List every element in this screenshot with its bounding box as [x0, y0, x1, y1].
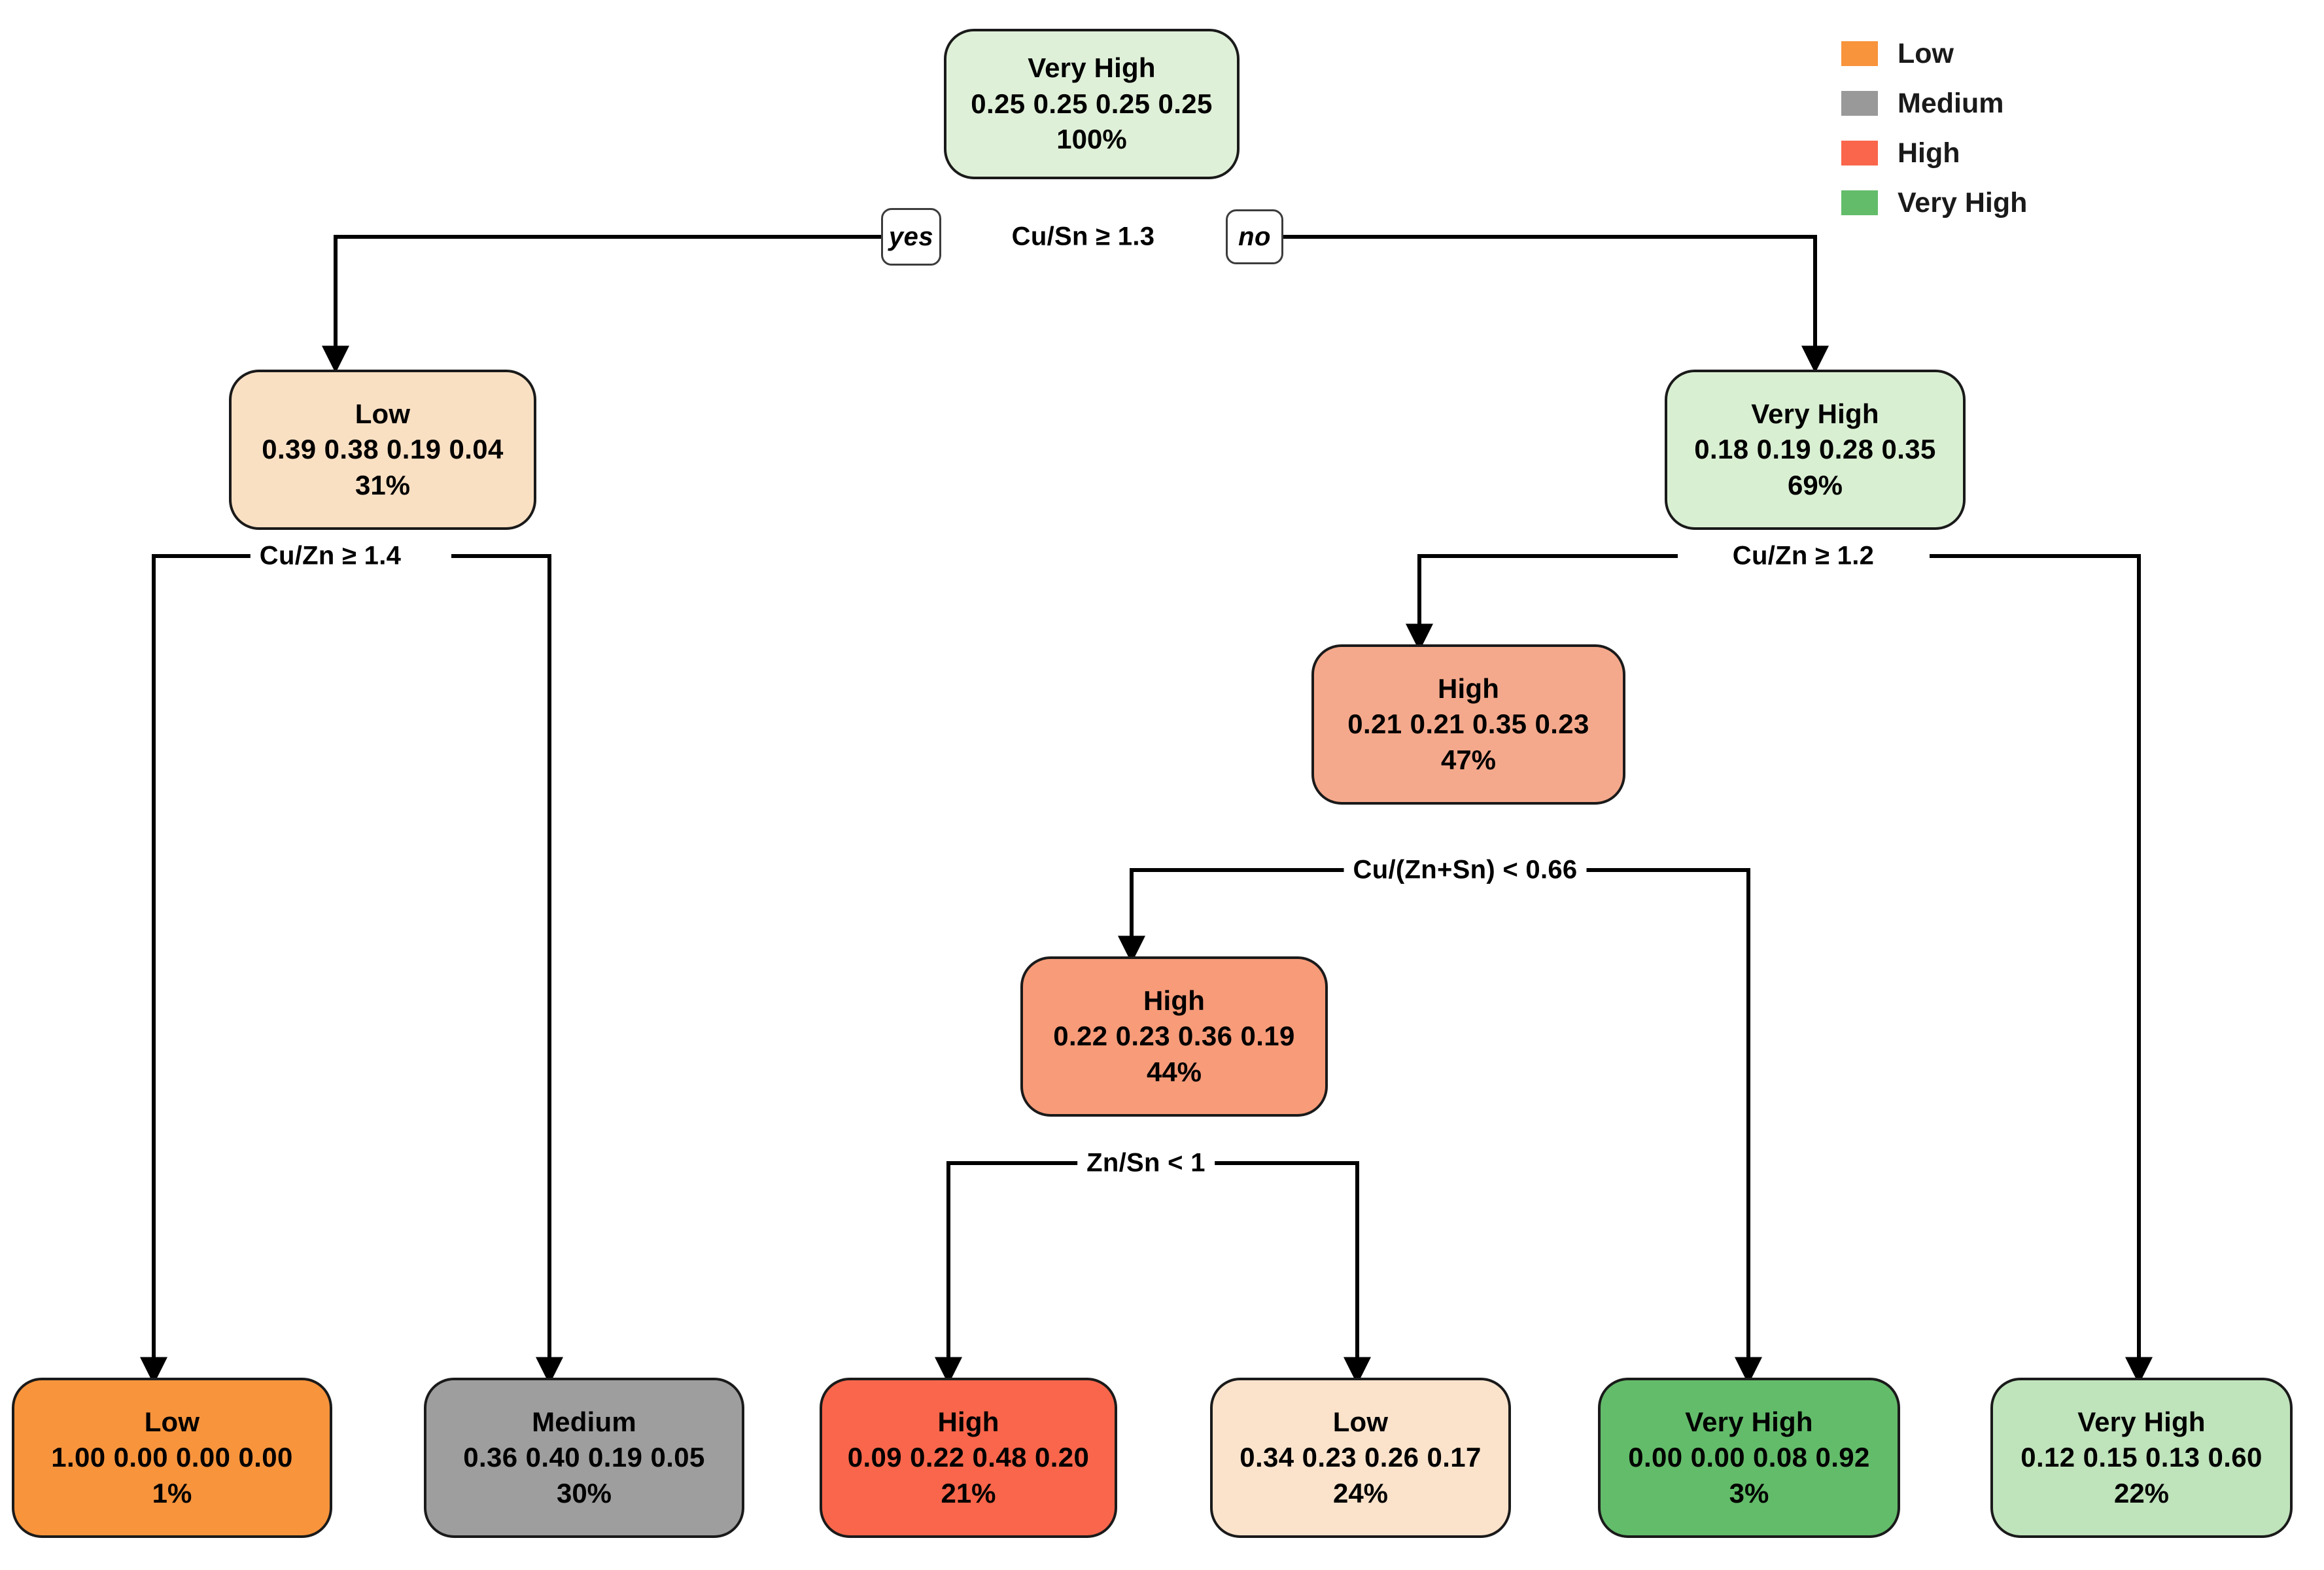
node-class-label: Low — [1332, 1406, 1389, 1437]
legend-item-medium[interactable]: Medium — [1841, 87, 2027, 119]
node-probabilities: 0.39 0.38 0.19 0.04 — [262, 434, 504, 465]
node-percentage: 21% — [941, 1477, 996, 1509]
node-probabilities: 0.12 0.15 0.13 0.60 — [2020, 1442, 2263, 1473]
edge-n4-L5 — [1570, 868, 1762, 1385]
node-class-label: Very High — [1751, 398, 1879, 429]
node-probabilities: 0.22 0.23 0.36 0.19 — [1053, 1020, 1295, 1052]
legend-swatch-icon — [1841, 141, 1878, 166]
edge-n3-n4 — [1406, 554, 1678, 652]
node-probabilities: 0.21 0.21 0.35 0.23 — [1347, 708, 1589, 740]
node-percentage: 69% — [1787, 469, 1843, 500]
edge-n1-n2 — [322, 235, 911, 374]
node-class-label: High — [937, 1406, 999, 1437]
edge-n2-L1 — [140, 554, 340, 1385]
node-class-label: Low — [355, 398, 411, 429]
legend-swatch-icon — [1841, 190, 1878, 215]
edge-n1-n3 — [1255, 235, 1829, 374]
split-yes-pill-root[interactable]: yes — [881, 208, 941, 266]
edge-n3-L6 — [1930, 554, 2153, 1385]
split-no-pill-root[interactable]: no — [1226, 209, 1283, 264]
tree-leaf-high-21[interactable]: High 0.09 0.22 0.48 0.20 21% — [820, 1378, 1117, 1538]
edge-n2-L2 — [451, 554, 563, 1385]
node-probabilities: 0.34 0.23 0.26 0.17 — [1240, 1442, 1482, 1473]
legend-item-very-high[interactable]: Very High — [1841, 186, 2028, 218]
tree-node-low-31[interactable]: Low 0.39 0.38 0.19 0.04 31% — [229, 370, 536, 530]
node-class-label: Very High — [1685, 1406, 1813, 1437]
node-class-label: Low — [144, 1406, 200, 1437]
node-percentage: 100% — [1056, 124, 1127, 155]
split-condition-cu-zn-12: Cu/Zn ≥ 1.2 — [1723, 541, 1884, 571]
tree-leaf-low-1[interactable]: Low 1.00 0.00 0.00 0.00 1% — [12, 1378, 332, 1538]
node-class-label: Very High — [1028, 52, 1156, 84]
legend-swatch-icon — [1841, 91, 1878, 116]
node-probabilities: 0.00 0.00 0.08 0.92 — [1628, 1442, 1870, 1473]
node-class-label: Medium — [532, 1406, 636, 1437]
split-condition-cu-sn: Cu/Sn ≥ 1.3 — [1002, 222, 1164, 252]
tree-node-root[interactable]: Very High 0.25 0.25 0.25 0.25 100% — [944, 29, 1240, 179]
tree-leaf-medium-30[interactable]: Medium 0.36 0.40 0.19 0.05 30% — [424, 1378, 744, 1538]
legend-item-high[interactable]: High — [1841, 137, 2027, 169]
node-percentage: 3% — [1729, 1477, 1769, 1509]
legend-swatch-icon — [1841, 41, 1878, 66]
tree-leaf-low-24[interactable]: Low 0.34 0.23 0.26 0.17 24% — [1210, 1378, 1511, 1538]
node-class-label: High — [1143, 985, 1205, 1016]
tree-leaf-veryhigh-3[interactable]: Very High 0.00 0.00 0.08 0.92 3% — [1598, 1378, 1900, 1538]
node-percentage: 44% — [1146, 1056, 1202, 1087]
node-class-label: Very High — [2077, 1406, 2206, 1437]
tree-node-high-44[interactable]: High 0.22 0.23 0.36 0.19 44% — [1020, 956, 1328, 1117]
tree-node-high-47[interactable]: High 0.21 0.21 0.35 0.23 47% — [1311, 644, 1625, 805]
tree-leaf-veryhigh-22[interactable]: Very High 0.12 0.15 0.13 0.60 22% — [1990, 1378, 2293, 1538]
node-class-label: High — [1437, 672, 1500, 704]
legend: Low Medium High Very High — [1841, 37, 2028, 218]
node-probabilities: 1.00 0.00 0.00 0.00 — [51, 1442, 293, 1473]
node-percentage: 30% — [556, 1477, 612, 1509]
node-percentage: 31% — [355, 469, 411, 500]
node-percentage: 47% — [1440, 744, 1497, 775]
node-percentage: 1% — [152, 1477, 192, 1509]
node-probabilities: 0.25 0.25 0.25 0.25 — [971, 88, 1213, 119]
node-probabilities: 0.18 0.19 0.28 0.35 — [1694, 434, 1936, 465]
legend-label: Medium — [1898, 87, 2004, 119]
edge-n5-L3 — [935, 1161, 1083, 1385]
edge-n4-n5 — [1118, 868, 1361, 964]
node-probabilities: 0.36 0.40 0.19 0.05 — [463, 1442, 705, 1473]
split-condition-cu-zn-sn: Cu/(Zn+Sn) < 0.66 — [1344, 855, 1587, 885]
node-percentage: 24% — [1332, 1477, 1389, 1509]
legend-label: Very High — [1898, 186, 2028, 218]
split-condition-zn-sn: Zn/Sn < 1 — [1077, 1148, 1215, 1178]
tree-node-veryhigh-69[interactable]: Very High 0.18 0.19 0.28 0.35 69% — [1665, 370, 1966, 530]
legend-label: High — [1898, 137, 1960, 169]
edge-n5-L4 — [1210, 1161, 1371, 1385]
node-probabilities: 0.09 0.22 0.48 0.20 — [847, 1442, 1090, 1473]
legend-item-low[interactable]: Low — [1841, 37, 2027, 69]
split-condition-cu-zn-14: Cu/Zn ≥ 1.4 — [250, 541, 411, 571]
node-percentage: 22% — [2113, 1477, 2170, 1509]
legend-label: Low — [1898, 37, 1954, 69]
